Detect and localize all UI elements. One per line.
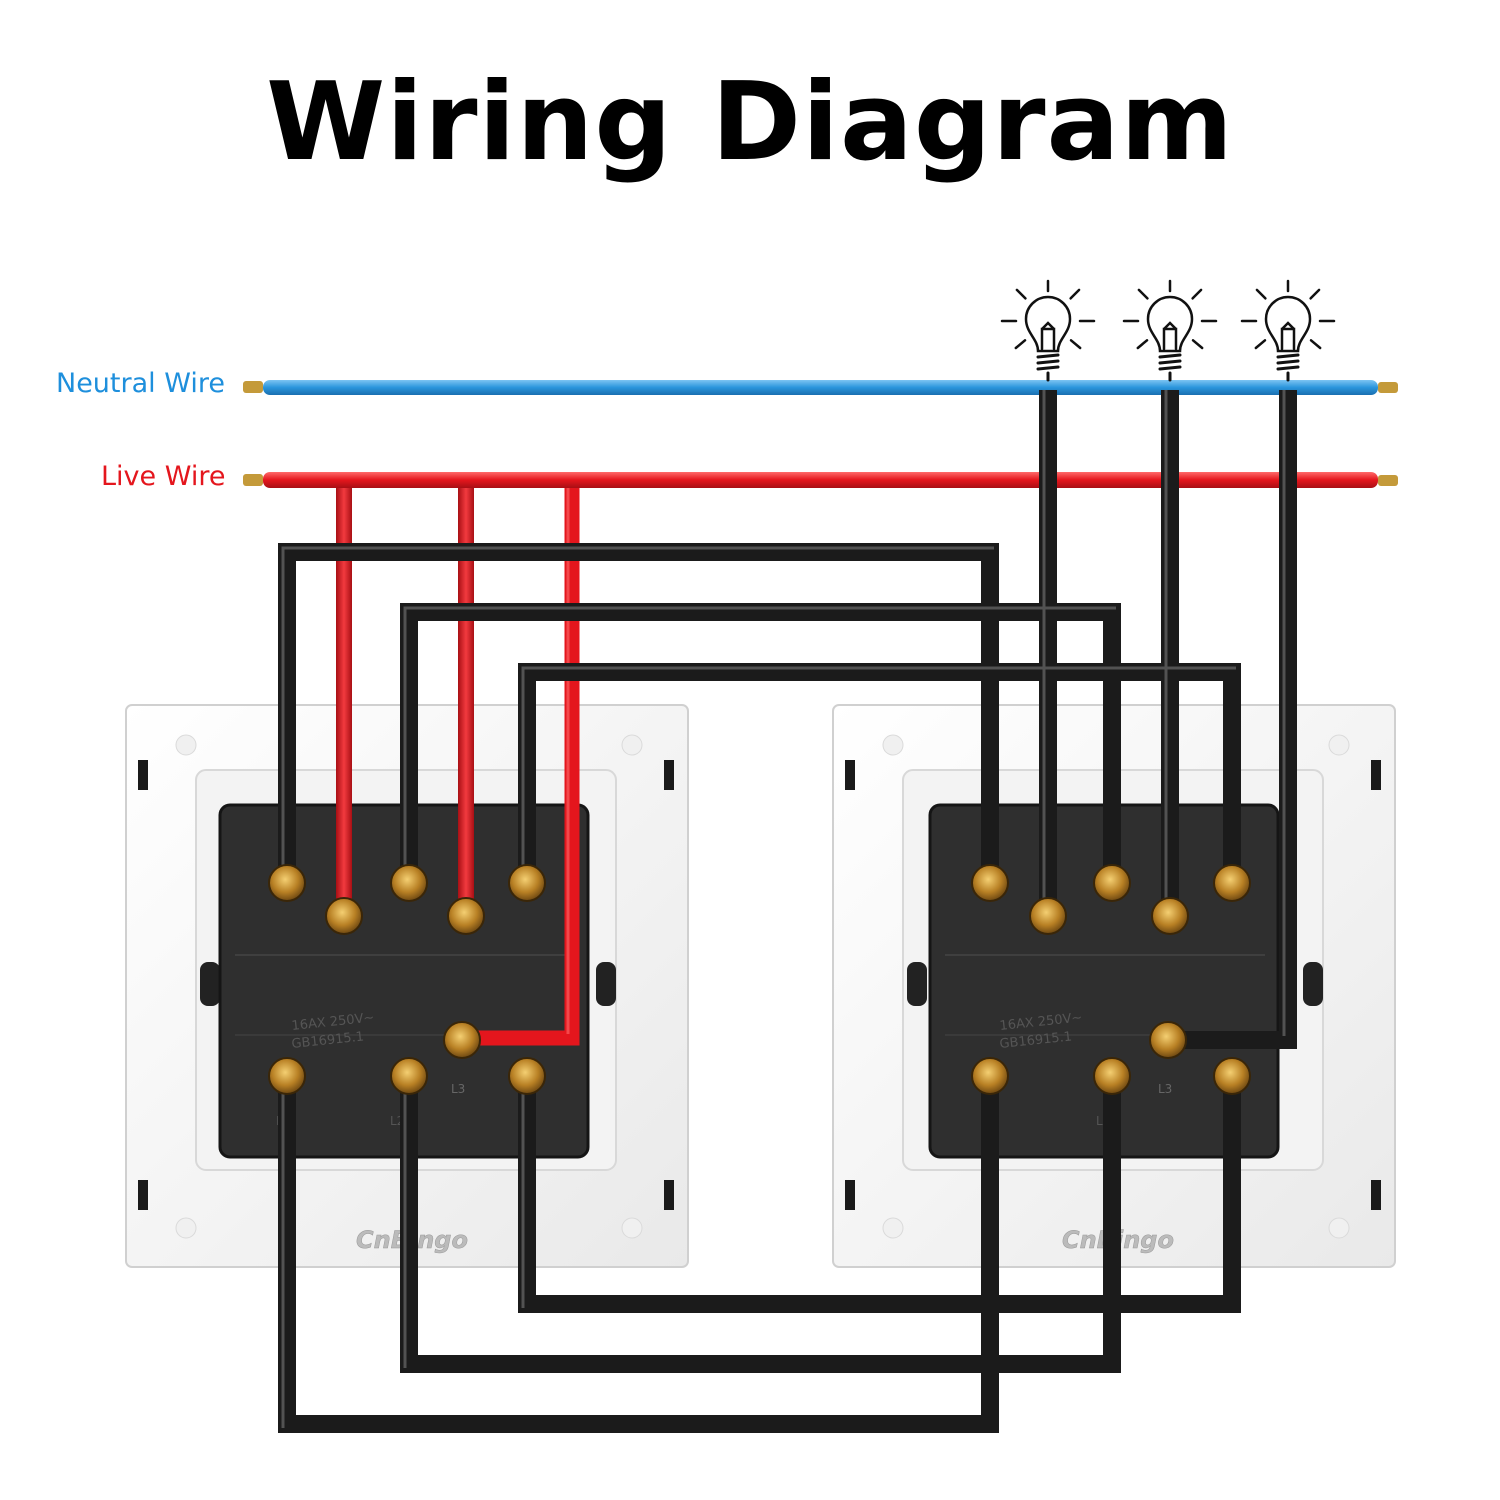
switch-1-clip	[138, 1180, 148, 1210]
switch-2-slot	[907, 962, 927, 1006]
terminal	[447, 897, 485, 935]
terminal	[390, 1057, 428, 1095]
switch-1-screw-hole	[175, 734, 197, 756]
switch-2-screw-hole	[1328, 1217, 1350, 1239]
terminal	[390, 864, 428, 902]
light-bulb-icon	[1240, 279, 1336, 382]
switch-2-clip	[845, 760, 855, 790]
terminal	[508, 1057, 546, 1095]
page-title: Wiring Diagram	[266, 60, 1234, 185]
switch-1-terminal-label-l3: L3	[451, 1082, 465, 1096]
terminal	[325, 897, 363, 935]
switch-1-screw-hole	[621, 734, 643, 756]
live-drop-l1	[336, 488, 352, 916]
switch-1-clip	[138, 760, 148, 790]
terminal	[1093, 1057, 1131, 1095]
switch-2-clip	[1371, 1180, 1381, 1210]
terminal	[971, 1057, 1009, 1095]
switch-1-slot	[596, 962, 616, 1006]
switch-2-terminal-label-l3: L3	[1158, 1082, 1172, 1096]
lamps	[1000, 279, 1336, 382]
terminal	[1029, 897, 1067, 935]
switch-2-slot	[1303, 962, 1323, 1006]
terminal	[443, 1021, 481, 1059]
switch-1-slot	[200, 962, 220, 1006]
switch-1-clip	[664, 760, 674, 790]
terminal	[508, 864, 546, 902]
terminal	[1213, 1057, 1251, 1095]
terminal	[1151, 897, 1189, 935]
live-drop-l2	[458, 488, 474, 916]
switch-2-clip	[845, 1180, 855, 1210]
switch-1-clip	[664, 1180, 674, 1210]
switch-2-terminals	[971, 864, 1251, 1095]
terminal	[268, 864, 306, 902]
neutral-wire-label: Neutral Wire	[56, 368, 225, 399]
switch-2-clip	[1371, 760, 1381, 790]
switch-2-screw-hole	[1328, 734, 1350, 756]
light-bulb-icon	[1122, 279, 1218, 382]
switch-2-screw-hole	[882, 1217, 904, 1239]
neutral-wire	[243, 380, 1398, 395]
live-wire-label: Live Wire	[101, 461, 226, 492]
terminal	[1093, 864, 1131, 902]
switch-2-screw-hole	[882, 734, 904, 756]
switch-1-screw-hole	[621, 1217, 643, 1239]
terminal	[1213, 864, 1251, 902]
terminal	[268, 1057, 306, 1095]
terminal	[1149, 1021, 1187, 1059]
switch-1: 16AX 250V~ GB16915.1 L1 L2 L3 CnBingo	[125, 704, 689, 1268]
switch-1-terminals	[268, 864, 546, 1095]
switch-1-screw-hole	[175, 1217, 197, 1239]
light-bulb-icon	[1000, 279, 1096, 382]
terminal	[971, 864, 1009, 902]
live-wire	[243, 472, 1398, 488]
traveller-wires	[278, 390, 1297, 1433]
